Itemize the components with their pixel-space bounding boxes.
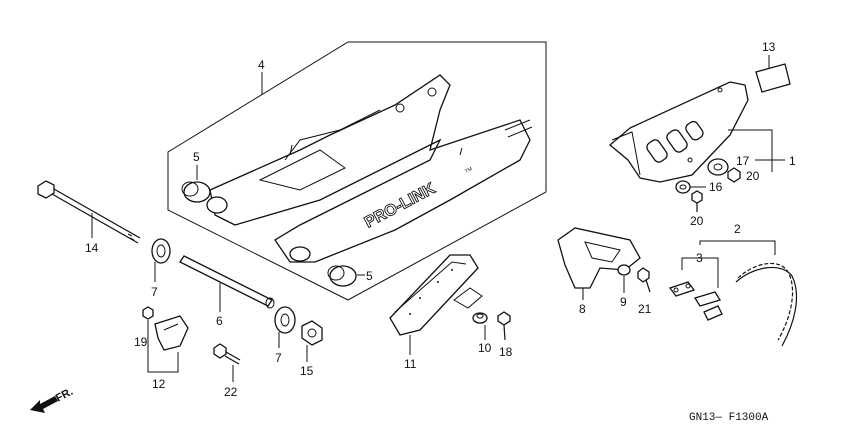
callout-20-lower: 20 (690, 214, 704, 228)
callout-13: 13 (762, 40, 776, 54)
callout-8: 8 (579, 302, 586, 316)
slider-screw (497, 311, 511, 341)
caution-label (755, 63, 791, 93)
callout-5-upper: 5 (193, 150, 200, 164)
bolt-20-right (727, 167, 741, 183)
callout-15: 15 (300, 364, 314, 378)
callout-18: 18 (499, 345, 513, 359)
leader-3 (681, 257, 719, 288)
callout-22: 22 (224, 385, 238, 399)
bolt-20-lower (691, 190, 703, 212)
leader-12 (147, 320, 179, 373)
callout-21: 21 (638, 302, 652, 316)
clip-nut (142, 306, 154, 320)
callout-11: 11 (404, 357, 417, 371)
callout-6: 6 (216, 314, 223, 328)
bearing-left (151, 238, 171, 264)
swingarm-assembly-box (167, 41, 547, 301)
drive-chain (735, 262, 798, 347)
tm-mark: TM (464, 166, 473, 175)
bushing-upper (181, 181, 211, 203)
callout-3: 3 (696, 251, 703, 265)
callout-1: 1 (789, 154, 796, 168)
callout-16: 16 (709, 180, 723, 194)
callout-19: 19 (134, 335, 148, 349)
diagram-code: GN13— F1300A (689, 412, 769, 424)
bolt-21 (637, 267, 651, 293)
chain-guide-clip (154, 315, 189, 351)
collar-9 (617, 264, 631, 276)
callout-7-left: 7 (151, 285, 158, 299)
pivot-collar (179, 255, 275, 309)
callout-17: 17 (736, 154, 750, 168)
chain-slider (389, 254, 483, 336)
grommet (707, 158, 729, 176)
pivot-bolt (37, 180, 141, 244)
leader-2 (699, 240, 776, 255)
callout-20-right: 20 (746, 169, 760, 183)
master-link (668, 281, 723, 321)
chain-case-bracket (557, 227, 641, 289)
bolt-22 (213, 343, 241, 365)
front-direction-arrow (30, 396, 58, 413)
callout-4: 4 (258, 58, 265, 72)
bearing-right (274, 306, 296, 334)
callout-14: 14 (85, 241, 99, 255)
callout-7-right: 7 (275, 351, 282, 365)
bushing-lower (327, 265, 357, 287)
callout-10: 10 (478, 341, 492, 355)
swingarm (206, 74, 533, 263)
direction-label: FR. (54, 386, 75, 405)
collar-16 (675, 180, 691, 194)
callout-2: 2 (734, 222, 741, 236)
slider-collar (472, 312, 488, 324)
leader-1 (728, 129, 773, 172)
callout-9: 9 (620, 295, 627, 309)
pivot-nut (301, 320, 323, 346)
callout-12: 12 (152, 377, 166, 391)
chain-case (608, 81, 749, 183)
callout-5-lower: 5 (366, 269, 373, 283)
